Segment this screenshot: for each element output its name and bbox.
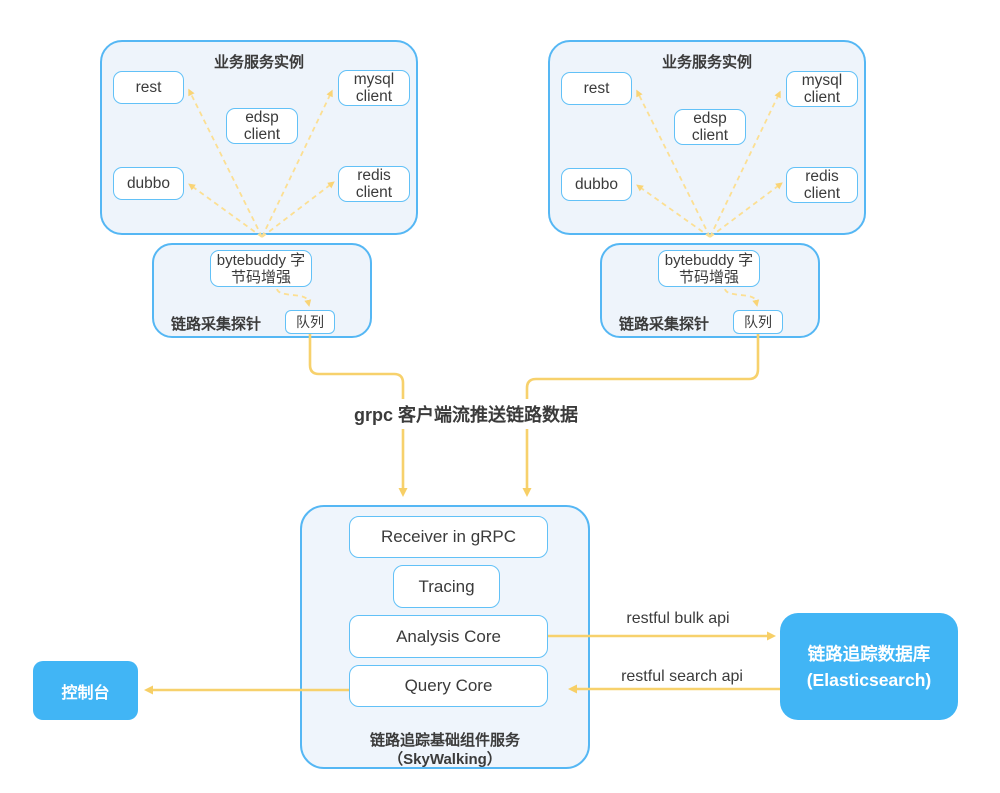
elasticsearch-label-line2: (Elasticsearch) [806,669,932,690]
node-dubbo-right: dubbo [561,168,632,201]
node-edsp-client-right: edsp client [674,109,746,145]
node-bytebuddy-left: bytebuddy 字节码增强 [210,250,312,287]
node-redis-client-right: redis client [786,167,858,203]
node-bytebuddy-right: bytebuddy 字节码增强 [658,250,760,287]
console-label: 控制台 [61,684,110,702]
probe-label: 链路采集探针 [171,316,262,333]
probe-box-right: 链路采集探针 [600,243,820,338]
skywalking-caption-sub: （SkyWalking） [388,751,502,768]
elasticsearch-label-line1: 链路追踪数据库 [807,643,931,664]
node-rest-right: rest [561,72,632,105]
node-queue-left: 队列 [285,310,335,334]
grpc-push-line-left [308,332,408,497]
node-dubbo-left: dubbo [113,167,184,200]
component-analysis-core: Analysis Core [349,615,548,658]
node-queue-right: 队列 [733,310,783,334]
bytebuddy-to-queue-arrow-left [276,288,312,307]
component-tracing: Tracing [393,565,500,608]
node-rest-left: rest [113,71,184,104]
grpc-stream-label: grpc 客户端流推送链路数据 [345,399,587,429]
cluster-title: 业务服务实例 [213,54,304,71]
cluster-title: 业务服务实例 [661,54,752,71]
restful-search-api-label: restful search api [621,668,743,685]
component-receiver-grpc: Receiver in gRPC [349,516,548,558]
elasticsearch-box: 链路追踪数据库 (Elasticsearch) [780,613,958,720]
grpc-push-line-right [522,332,760,497]
fan-arrows-right [636,89,783,238]
skywalking-caption: 链路追踪基础组件服务 [369,732,520,749]
grpc-push-lines [308,332,760,497]
console-box: 控制台 [33,661,138,720]
probe-box-left: 链路采集探针 [152,243,372,338]
node-mysql-client-left: mysql client [338,70,410,106]
node-edsp-client-left: edsp client [226,108,298,144]
component-query-core: Query Core [349,665,548,707]
node-mysql-client-right: mysql client [786,71,858,107]
restful-bulk-api-label: restful bulk api [626,610,730,627]
node-redis-client-left: redis client [338,166,410,202]
bytebuddy-to-queue-arrow-right [724,288,760,307]
probe-label: 链路采集探针 [619,316,710,333]
